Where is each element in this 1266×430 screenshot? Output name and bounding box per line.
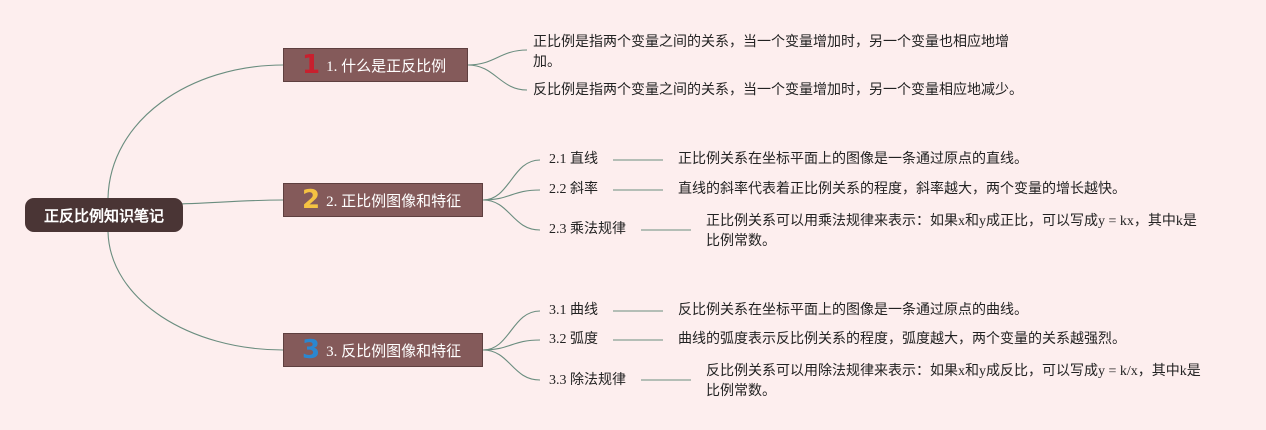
section-2-label: 2. 正比例图像和特征: [326, 193, 462, 210]
item-2-1-desc: 正比例关系在坐标平面上的图像是一条通过原点的直线。: [678, 152, 1028, 167]
section-1-label: 1. 什么是正反比例: [326, 58, 447, 75]
section-2-topic[interactable]: 2 2. 正比例图像和特征: [283, 183, 483, 217]
connector-section-1-to-note-1: [467, 49, 528, 66]
root-topic-label: 正反比例知识笔记: [43, 206, 164, 225]
item-3-2-desc: 曲线的弧度表示反比例关系的程度，弧度越大，两个变量的关系越强烈。: [678, 332, 1126, 347]
connector-section-2-to-item-1: [482, 159, 541, 201]
item-2-2-desc: 直线的斜率代表着正比例关系的程度，斜率越大，两个变量的增长越快。: [678, 182, 1126, 197]
section-1-topic[interactable]: 1 1. 什么是正反比例: [283, 48, 468, 82]
item-2-3-label[interactable]: 2.3 乘法规律: [549, 222, 626, 237]
item-3-2-label[interactable]: 3.2 弧度: [549, 332, 598, 347]
connector-section-3-to-item-2: [482, 339, 541, 351]
connector-root-to-section-3: [107, 231, 284, 351]
section-1-note-1: 正比例是指两个变量之间的关系，当一个变量增加时，另一个变量也相应地增加。: [533, 35, 1009, 70]
number-1-icon: 1: [302, 50, 321, 80]
section-1-note-2: 反比例是指两个变量之间的关系，当一个变量增加时，另一个变量相应地减少。: [533, 83, 1023, 98]
connector-section-2-to-item-2: [482, 189, 541, 201]
item-3-1-desc: 反比例关系在坐标平面上的图像是一条通过原点的曲线。: [678, 303, 1028, 318]
item-3-1-label[interactable]: 3.1 曲线: [549, 303, 598, 318]
root-topic[interactable]: 正反比例知识笔记: [25, 198, 183, 232]
section-3-label: 3. 反比例图像和特征: [326, 343, 462, 360]
item-3-3-label[interactable]: 3.3 除法规律: [549, 373, 626, 388]
connector-section-2-to-item-3: [482, 199, 541, 231]
section-3-topic[interactable]: 3 3. 反比例图像和特征: [283, 333, 483, 367]
connector-root-to-section-1: [107, 64, 284, 199]
connector-section-3-to-item-3: [482, 349, 541, 381]
connector-section-1-to-note-2: [467, 64, 528, 91]
connector-root-to-section-2: [171, 199, 284, 205]
item-3-3-desc: 反比例关系可以用除法规律来表示：如果x和y成反比，可以写成y = k/x，其中k…: [706, 364, 1201, 399]
number-3-icon: 3: [302, 335, 321, 365]
number-2-icon: 2: [302, 185, 321, 215]
item-2-3-desc: 正比例关系可以用乘法规律来表示：如果x和y成正比，可以写成y = kx，其中k是…: [706, 214, 1197, 249]
item-2-1-label[interactable]: 2.1 直线: [549, 152, 598, 167]
connector-section-3-to-item-1: [482, 310, 541, 351]
item-2-2-label[interactable]: 2.2 斜率: [549, 182, 598, 197]
